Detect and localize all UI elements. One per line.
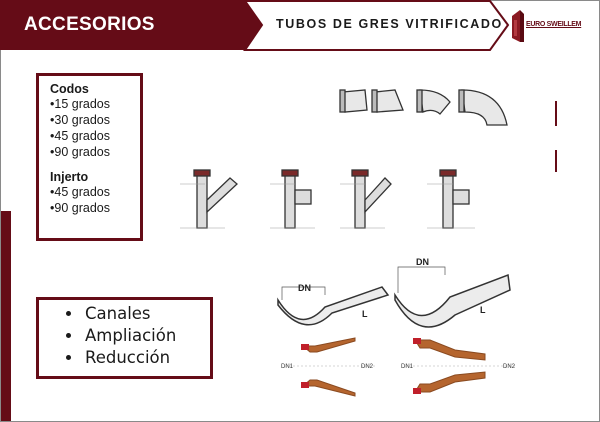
dn1-label: DN1 — [401, 364, 414, 370]
dn1-label: DN1 — [281, 364, 294, 370]
accent-line — [555, 150, 557, 172]
list-item: Canales — [83, 303, 210, 325]
dn-label: DN — [416, 257, 429, 267]
header-band — [0, 0, 260, 50]
dn2-label: DN2 — [361, 364, 374, 370]
l-label: L — [480, 305, 486, 315]
codos-heading: Codos — [50, 82, 89, 96]
dn-label: DN — [298, 283, 311, 293]
left-accent-bar — [1, 211, 11, 421]
codos-illustration — [339, 89, 508, 126]
codos-item: •90 grados — [50, 145, 110, 159]
injerto-heading: Injerto — [50, 170, 89, 184]
otros-accesorios-box: Canales Ampliación Reducción — [36, 297, 213, 379]
list-item: Reducción — [83, 347, 210, 369]
codos-item: •15 grados — [50, 97, 110, 111]
page-subtitle: TUBOS DE GRES VITRIFICADO — [276, 17, 503, 31]
injerto-item: •90 grados — [50, 201, 110, 215]
canales-illustration: DN DN L L — [277, 257, 511, 328]
dn2-label: DN2 — [503, 364, 516, 370]
l-label: L — [362, 309, 368, 319]
codos-injerto-box: Codos •15 grados •30 grados •45 grados •… — [36, 73, 143, 241]
ampliacion-reduccion-illustration: DN1 DN2 DN1 DN2 — [281, 337, 516, 397]
euro-sweillem-logo — [512, 10, 524, 42]
logo-text: EURO SWEILLEM — [526, 21, 582, 28]
header-banner-shape — [240, 0, 510, 51]
codos-item: •45 grados — [50, 129, 110, 143]
list-item: Ampliación — [83, 325, 210, 347]
injerto-illustration — [180, 169, 475, 229]
page-title: ACCESORIOS — [24, 14, 155, 35]
accent-line — [555, 101, 557, 126]
injerto-item: •45 grados — [50, 185, 110, 199]
codos-item: •30 grados — [50, 113, 110, 127]
